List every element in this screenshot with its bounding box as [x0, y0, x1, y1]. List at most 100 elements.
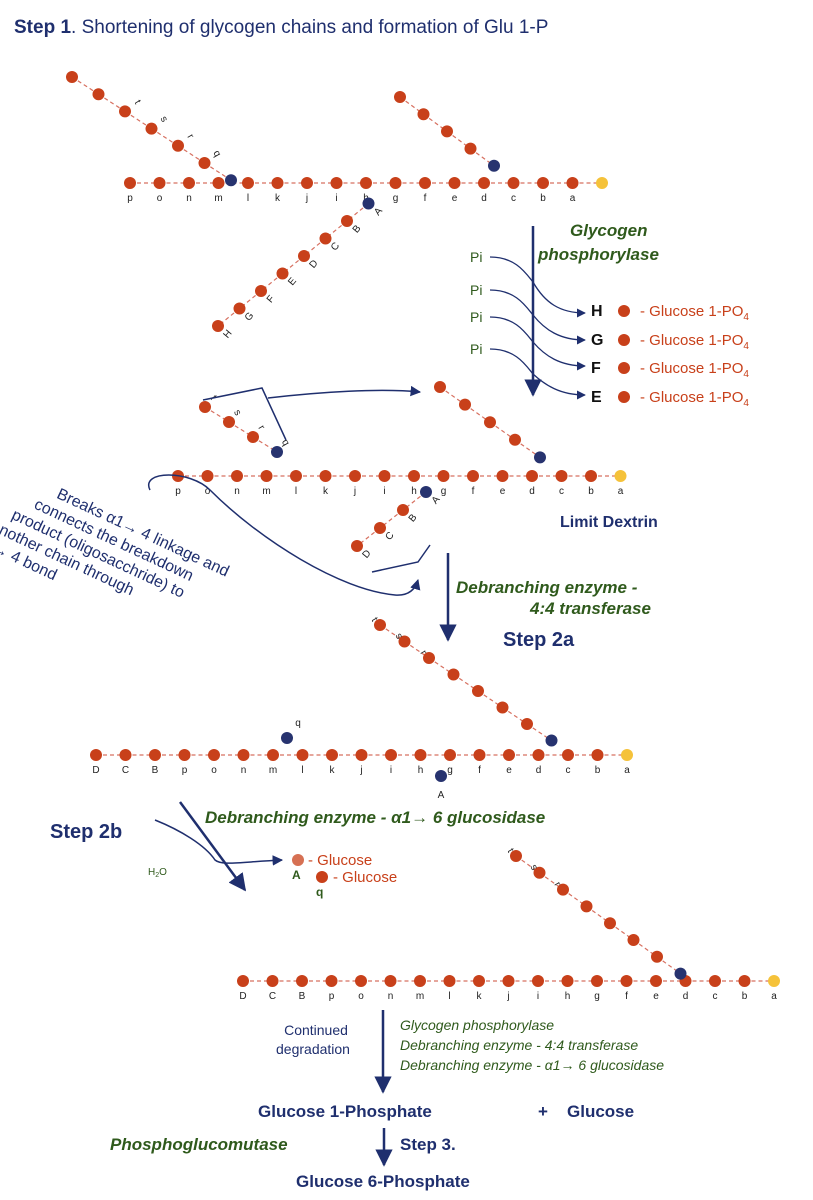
- residue-letter: k: [330, 765, 336, 776]
- glycosidic-bond: [439, 386, 466, 406]
- residue-letter: s: [158, 114, 170, 124]
- enzyme1-line1: Glycogen: [570, 221, 647, 240]
- glucose-residue: [119, 749, 132, 761]
- branch-residue: [225, 174, 237, 187]
- transfer-arrow: [267, 385, 422, 399]
- glycosidic-bond: [98, 93, 126, 112]
- pi-arrow: [489, 256, 586, 318]
- glucosidase-arrow: [178, 801, 247, 892]
- enzyme-list-3: Debranching enzyme - α1→ 6 glucosidase: [400, 1057, 664, 1073]
- residue-letter: e: [452, 193, 458, 204]
- glycosidic-bond: [151, 128, 179, 147]
- glucose-residue: [149, 749, 161, 761]
- note-curve-arrow: [147, 474, 421, 596]
- glucose-residue: [145, 122, 158, 135]
- glucose-residue: [298, 250, 310, 262]
- residue-letter: m: [269, 765, 277, 776]
- residue-letter: n: [241, 765, 247, 776]
- breaks-note: Breaks α1→ 4 linkage and connects the br…: [0, 486, 232, 602]
- limit-dextrin-label: Limit Dextrin: [560, 514, 658, 531]
- glucose-residue: [443, 975, 456, 987]
- glucose-residue: [199, 401, 211, 413]
- residue-letter: j: [506, 991, 509, 1002]
- residue-letter: s: [393, 631, 405, 641]
- glucose-residue: [385, 749, 397, 761]
- glucose-residue: [444, 749, 456, 761]
- glucose-residue: [434, 381, 446, 393]
- glucose-residue: [537, 177, 549, 189]
- residue-letter: e: [500, 486, 506, 497]
- residue-letter: h: [565, 991, 571, 1002]
- glucose-residue: [183, 177, 195, 189]
- glucose-residue: [212, 177, 225, 189]
- residue-letter: d: [536, 765, 542, 776]
- residue-letter: m: [416, 991, 424, 1002]
- glucose-residue: [419, 177, 431, 189]
- glucose-a-letter: A: [292, 868, 301, 882]
- branch-residue: [362, 197, 375, 210]
- residue-letter: r: [256, 424, 268, 433]
- residue-letter: F: [265, 294, 277, 306]
- glucose-residue: [423, 652, 435, 664]
- glucose-residue: [478, 177, 490, 189]
- residue-letter: q: [211, 149, 223, 159]
- water-label: H2O: [148, 867, 167, 879]
- residue-letter: d: [481, 193, 487, 204]
- glucose-residue: [247, 431, 259, 443]
- residue-letter: E: [286, 276, 299, 288]
- glucose-residue: [341, 215, 353, 227]
- glucose-1-phosphate-label: - Glucose 1-PO4: [640, 303, 749, 323]
- residue-letter: i: [537, 991, 539, 1002]
- glucose-residue: [502, 975, 515, 987]
- branch-residue: [488, 159, 500, 172]
- step1-title: Step 1. Shortening of glycogen chains an…: [14, 17, 548, 38]
- glucose-residue: [526, 470, 538, 482]
- glucose-residue: [237, 975, 249, 987]
- residue-letter: b: [588, 486, 594, 497]
- glucose-residue-q: [316, 871, 328, 883]
- glucose-residue: [618, 391, 630, 403]
- residue-letter: p: [175, 486, 181, 497]
- glucose-residue: [618, 362, 630, 374]
- reducing-end: [596, 177, 608, 189]
- residue-letter: t: [505, 847, 516, 855]
- transfer-bracket: [202, 387, 287, 441]
- glucose-q-letter: q: [316, 885, 323, 899]
- residue-letter: g: [447, 765, 453, 776]
- glucose-residue: [532, 975, 544, 987]
- glucose-residue: [496, 470, 509, 482]
- glucose-residue: [533, 866, 546, 879]
- glucose-residue: [397, 504, 409, 516]
- glucose-residue: [325, 975, 338, 987]
- glucose-residue: [330, 177, 343, 189]
- pi-arrow: [489, 289, 586, 345]
- enzyme1-line2: phosphorylase: [537, 245, 659, 264]
- residue-letter: o: [211, 765, 217, 776]
- residue-letter: C: [269, 991, 276, 1002]
- glycosidic-bond: [489, 421, 516, 441]
- glucose-residue: [231, 470, 243, 482]
- glucose-a-text: - Glucose: [308, 852, 372, 869]
- residue-letter: e: [653, 991, 659, 1002]
- step2a-a-branch: [435, 770, 447, 782]
- residue-letter: j: [353, 486, 356, 497]
- glucose-residue: [503, 749, 515, 761]
- glucose-residue: [255, 285, 267, 297]
- glucose-residue: [591, 749, 604, 761]
- residue-letter: e: [506, 765, 512, 776]
- glucose-residue: [507, 177, 520, 189]
- glucose-residue: [301, 177, 313, 189]
- residue-letter: r: [185, 132, 197, 141]
- residue-letter: l: [247, 193, 249, 204]
- glucose-residue: [394, 91, 406, 103]
- product-letter: G: [591, 332, 603, 349]
- glucose-residue: [119, 105, 131, 118]
- glucose-residue: [260, 470, 273, 482]
- residue-letter: c: [566, 765, 571, 776]
- glucose-1-phosphate-label: - Glucose 1-PO4: [640, 332, 749, 352]
- glucose-residue: [242, 177, 254, 189]
